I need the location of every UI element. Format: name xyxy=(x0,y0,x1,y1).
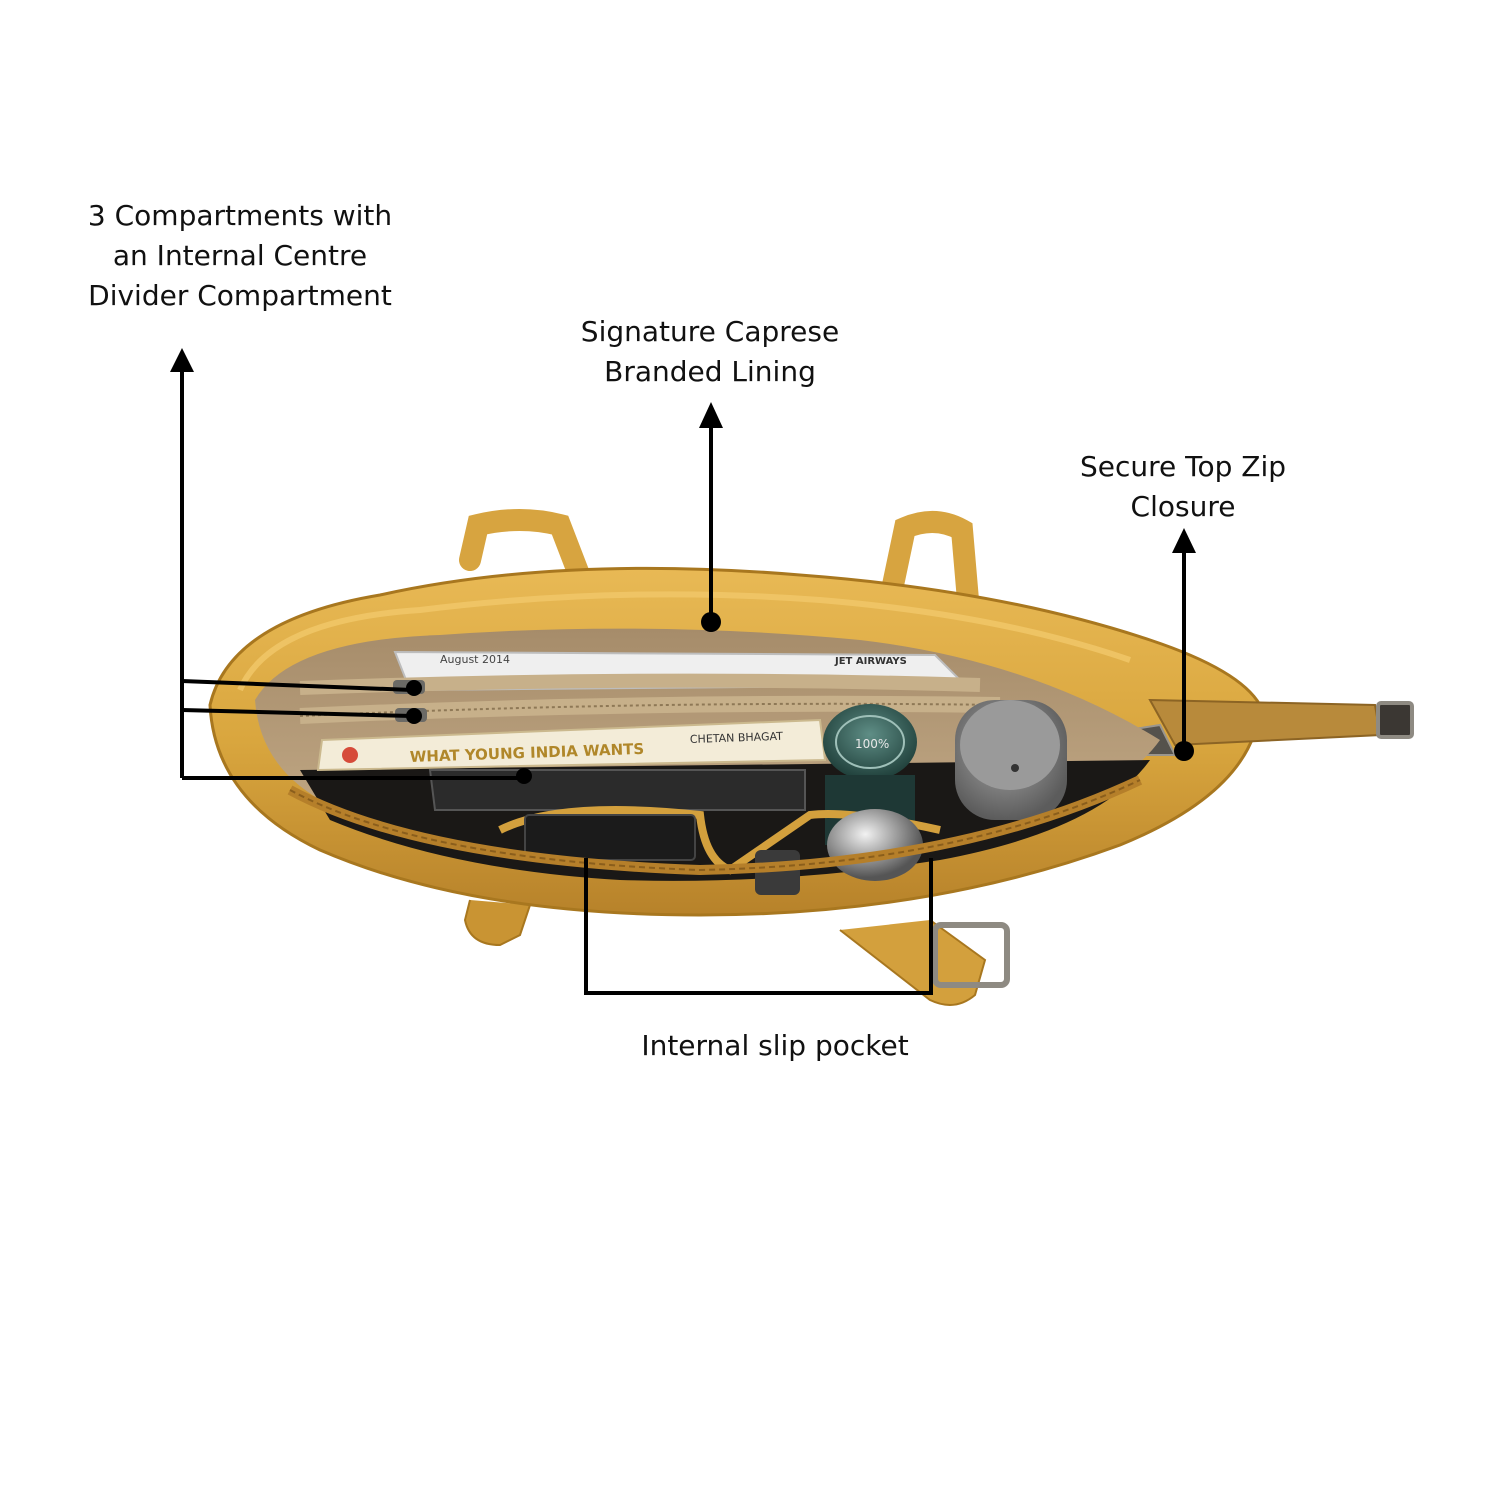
arrow-compartments-icon xyxy=(170,348,194,372)
dot-compartment-1 xyxy=(406,680,422,696)
book-logo xyxy=(342,747,358,763)
dot-compartment-3 xyxy=(516,768,532,784)
callout-zip-line-1: Secure Top Zip xyxy=(1079,450,1287,483)
black-case xyxy=(524,814,696,861)
callout-lining-line-1: Signature Caprese xyxy=(580,315,840,348)
callout-compartments-line-1: 3 Compartments with xyxy=(87,199,393,232)
arrow-zip-icon xyxy=(1172,528,1196,553)
callout-zip-line-2: Closure xyxy=(1130,490,1236,523)
annotation-arrowheads xyxy=(170,348,1196,553)
compact-mirror xyxy=(827,809,923,881)
left-handle xyxy=(459,509,596,601)
buckle-right xyxy=(932,922,1010,988)
callout-lining-line-2: Branded Lining xyxy=(604,355,816,388)
dot-lining xyxy=(701,612,721,632)
magazine-date: August 2014 xyxy=(440,653,510,666)
book-author: CHETAN BHAGAT xyxy=(690,730,784,746)
callout-pocket-line-1: Internal slip pocket xyxy=(641,1029,909,1062)
callout-zip: Secure Top Zip Closure xyxy=(1060,447,1306,527)
magazine-brand: JET AIRWAYS xyxy=(834,656,907,667)
callout-compartments-line-2: an Internal Centre xyxy=(112,239,368,272)
callout-pocket: Internal slip pocket xyxy=(600,1026,950,1066)
callout-compartments: 3 Compartments with an Internal Centre D… xyxy=(40,196,440,316)
callout-lining: Signature Caprese Branded Lining xyxy=(560,312,860,392)
annotation-dots xyxy=(406,612,1194,784)
dot-compartment-2 xyxy=(406,708,422,724)
book xyxy=(316,718,827,772)
annotation-lines xyxy=(180,355,1186,995)
jar-label: 100% xyxy=(855,737,889,751)
right-handle xyxy=(882,511,979,611)
arrow-lining-icon xyxy=(699,402,723,428)
callout-compartments-line-3: Divider Compartment xyxy=(88,279,392,312)
zipper-end-cap xyxy=(1376,701,1414,739)
left-bottom-tab xyxy=(463,899,531,947)
dot-zip xyxy=(1174,741,1194,761)
